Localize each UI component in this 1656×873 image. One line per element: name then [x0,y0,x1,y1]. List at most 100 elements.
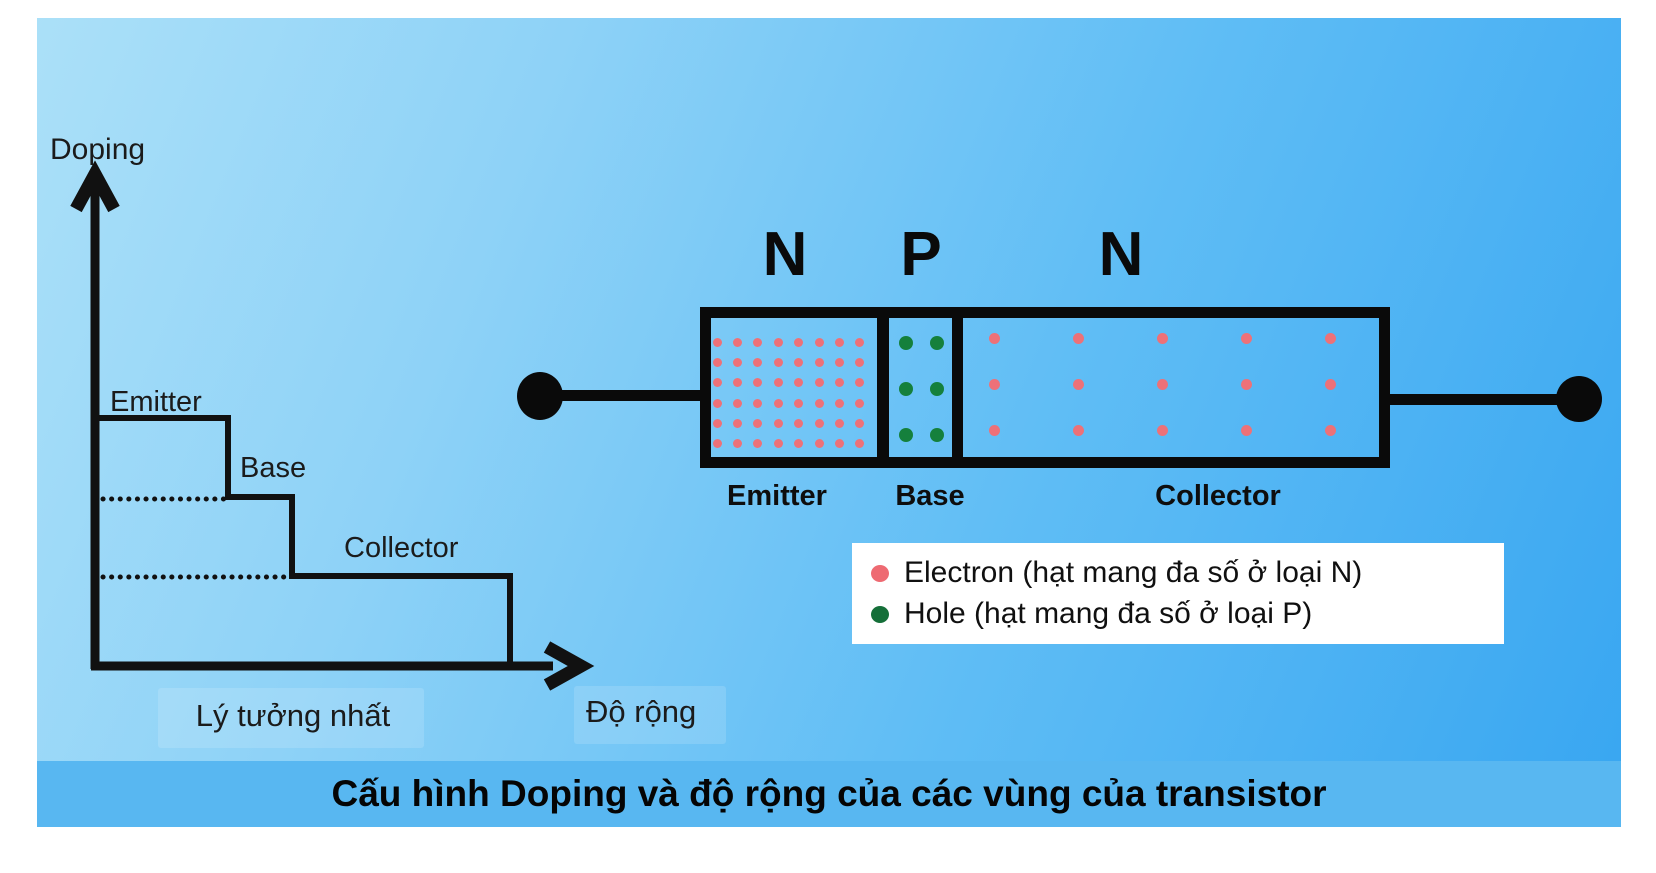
electron-dot [733,378,743,388]
graph-caption: Lý tưởng nhất [195,698,391,733]
hole-dot [930,428,945,442]
electron-dot [712,398,722,408]
electron-dot [814,357,824,367]
electron-dot [834,337,844,347]
electron-dot [773,357,783,367]
electron-dot [814,418,824,428]
electron-dot [712,337,722,347]
collector-terminal-dot [1556,376,1602,422]
electron-dot [1240,424,1252,436]
electron-dot [855,418,865,428]
electron-dot [773,418,783,428]
region-type-p-base: P [900,220,942,289]
electron-dot [753,378,763,388]
graph-collector-label: Collector [344,532,459,564]
hole-dot [898,382,913,396]
electron-dot [1240,378,1252,390]
electron-dot [988,378,1000,390]
caption-highlight [158,688,424,748]
electron-dot [753,398,763,408]
emitter-region-label: Emitter [727,480,827,512]
electron-dot [733,398,743,408]
electron-dot [794,439,804,449]
electron-dot [1072,332,1084,344]
electron-dot [834,357,844,367]
electron-dot [753,337,763,347]
electron-dot [1240,332,1252,344]
electron-dot [814,398,824,408]
electron-dot [855,398,865,408]
electron-dot [794,337,804,347]
electron-dot [712,357,722,367]
legend-item-hole: Hole (hạt mang đa số ở loại P) [871,597,1504,631]
x-axis-label: Độ rộng [586,694,697,729]
electron-dot [733,337,743,347]
electron-dot [988,424,1000,436]
emitter-base-junction [877,311,889,464]
transistor-body-outline [700,307,1390,468]
region-type-n-emitter: N [762,220,808,289]
graph-emitter-label: Emitter [110,386,202,418]
electron-dot [814,439,824,449]
hole-dot [898,336,913,350]
electron-dot [753,418,763,428]
electron-dot [834,398,844,408]
electron-dot [834,378,844,388]
y-axis-label: Doping [50,133,146,166]
collector-terminal-wire [1384,394,1560,405]
base-hole-dots [890,320,953,458]
emitter-terminal-wire [538,390,706,401]
electron-dot [712,418,722,428]
electron-dot [1324,424,1336,436]
legend-item-electron: Electron (hạt mang đa số ở loại N) [871,556,1504,590]
electron-dot [794,398,804,408]
electron-dot [834,418,844,428]
caption-strip: Cấu hình Doping và độ rộng của các vùng … [37,761,1621,827]
electron-dot [794,357,804,367]
electron-dot [814,337,824,347]
base-region-label: Base [895,480,965,512]
electron-dot [712,378,722,388]
electron-dot [1324,378,1336,390]
electron-dot [855,337,865,347]
electron-dot [1072,424,1084,436]
electron-dot [712,439,722,449]
electron-dot [855,378,865,388]
legend-electron-label: Electron (hạt mang đa số ở loại N) [904,556,1363,589]
diagram-title: Cấu hình Doping và độ rộng của các vùng … [331,773,1327,814]
electron-dot [753,439,763,449]
electron-dot [773,398,783,408]
electron-dot [1156,424,1168,436]
collector-electron-dots [952,315,1372,453]
electron-dot [753,357,763,367]
electron-dot [834,439,844,449]
electron-dot [733,439,743,449]
electron-dot [773,337,783,347]
electron-dot [773,378,783,388]
electron-dot [733,357,743,367]
legend-hole-label: Hole (hạt mang đa số ở loại P) [904,597,1313,630]
electron-dot [1072,378,1084,390]
electron-dot [1324,332,1336,344]
electron-dot [1156,378,1168,390]
electron-dot [1156,332,1168,344]
electron-dot [773,439,783,449]
electron-dot [733,418,743,428]
electron-dot [855,357,865,367]
electron-dot [794,378,804,388]
hole-dot [930,382,945,396]
collector-region-label: Collector [1155,480,1281,512]
region-type-n-collector: N [1098,220,1144,289]
x-axis-label-highlight [574,686,726,744]
hole-dot [898,428,913,442]
electron-dot [814,378,824,388]
hole-dot [930,336,945,350]
base-collector-junction [952,311,963,464]
electron-dot [855,439,865,449]
legend: Electron (hạt mang đa số ở loại N) Hole … [852,543,1504,644]
electron-dot [794,418,804,428]
hole-dot-icon [871,605,889,623]
graph-base-label: Base [240,452,307,484]
emitter-electron-dots [707,332,870,454]
